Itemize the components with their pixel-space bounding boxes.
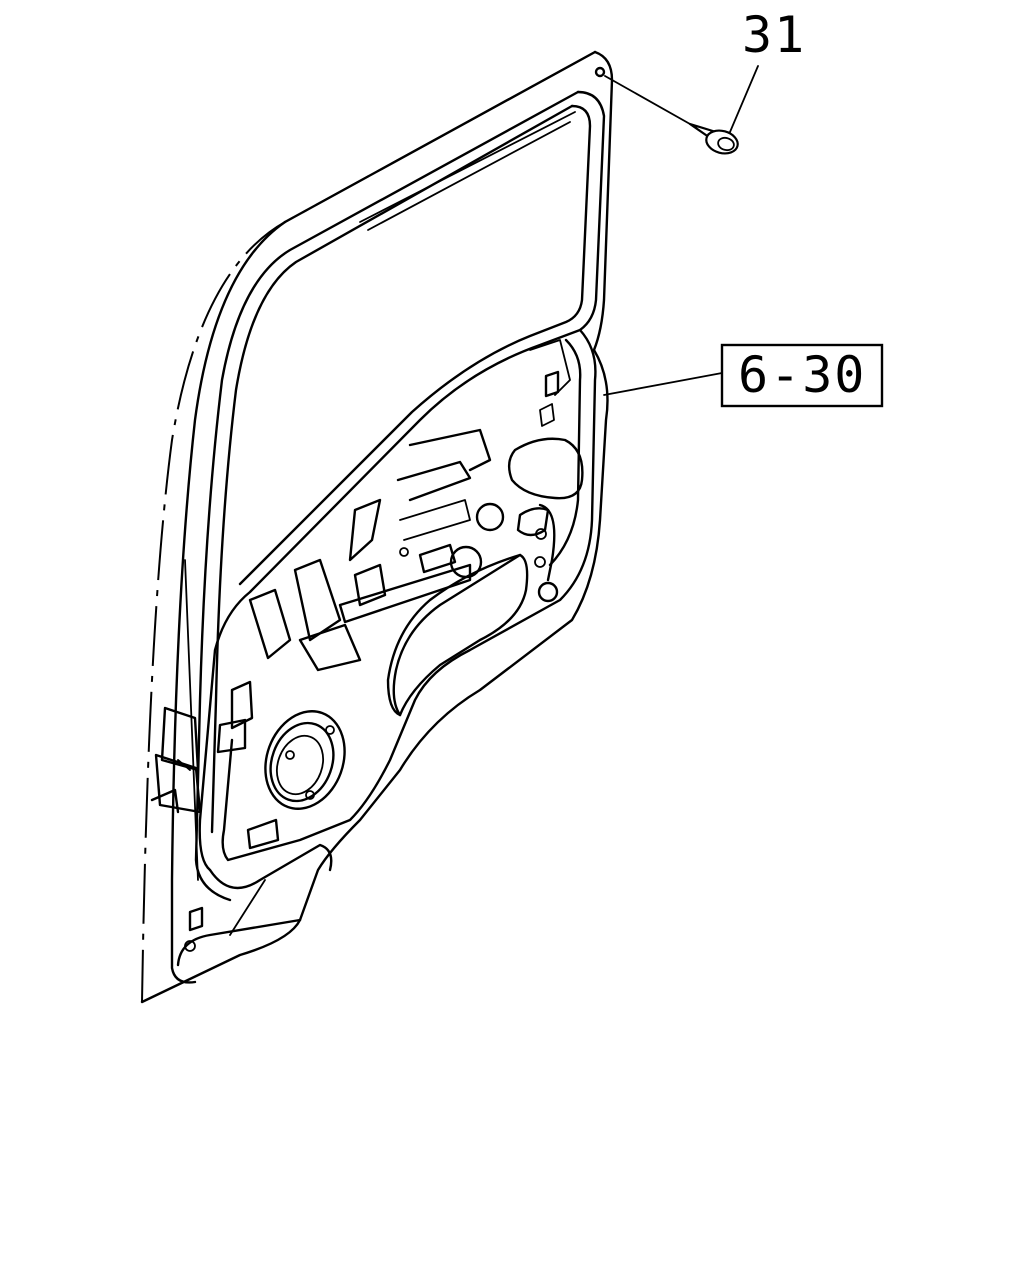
reference-label: 6-30 [738, 346, 866, 404]
speaker-mount [264, 710, 346, 810]
part-number-callout: 31 [729, 6, 806, 133]
inner-panel [216, 328, 597, 862]
fastener-clip [594, 66, 739, 155]
door-bottom [176, 843, 333, 967]
reference-callout: 6-30 [603, 343, 884, 408]
part-number-label: 31 [742, 6, 806, 64]
reference-box [720, 343, 884, 408]
hinge-side [150, 559, 204, 952]
door-outer-shell [140, 50, 614, 1004]
